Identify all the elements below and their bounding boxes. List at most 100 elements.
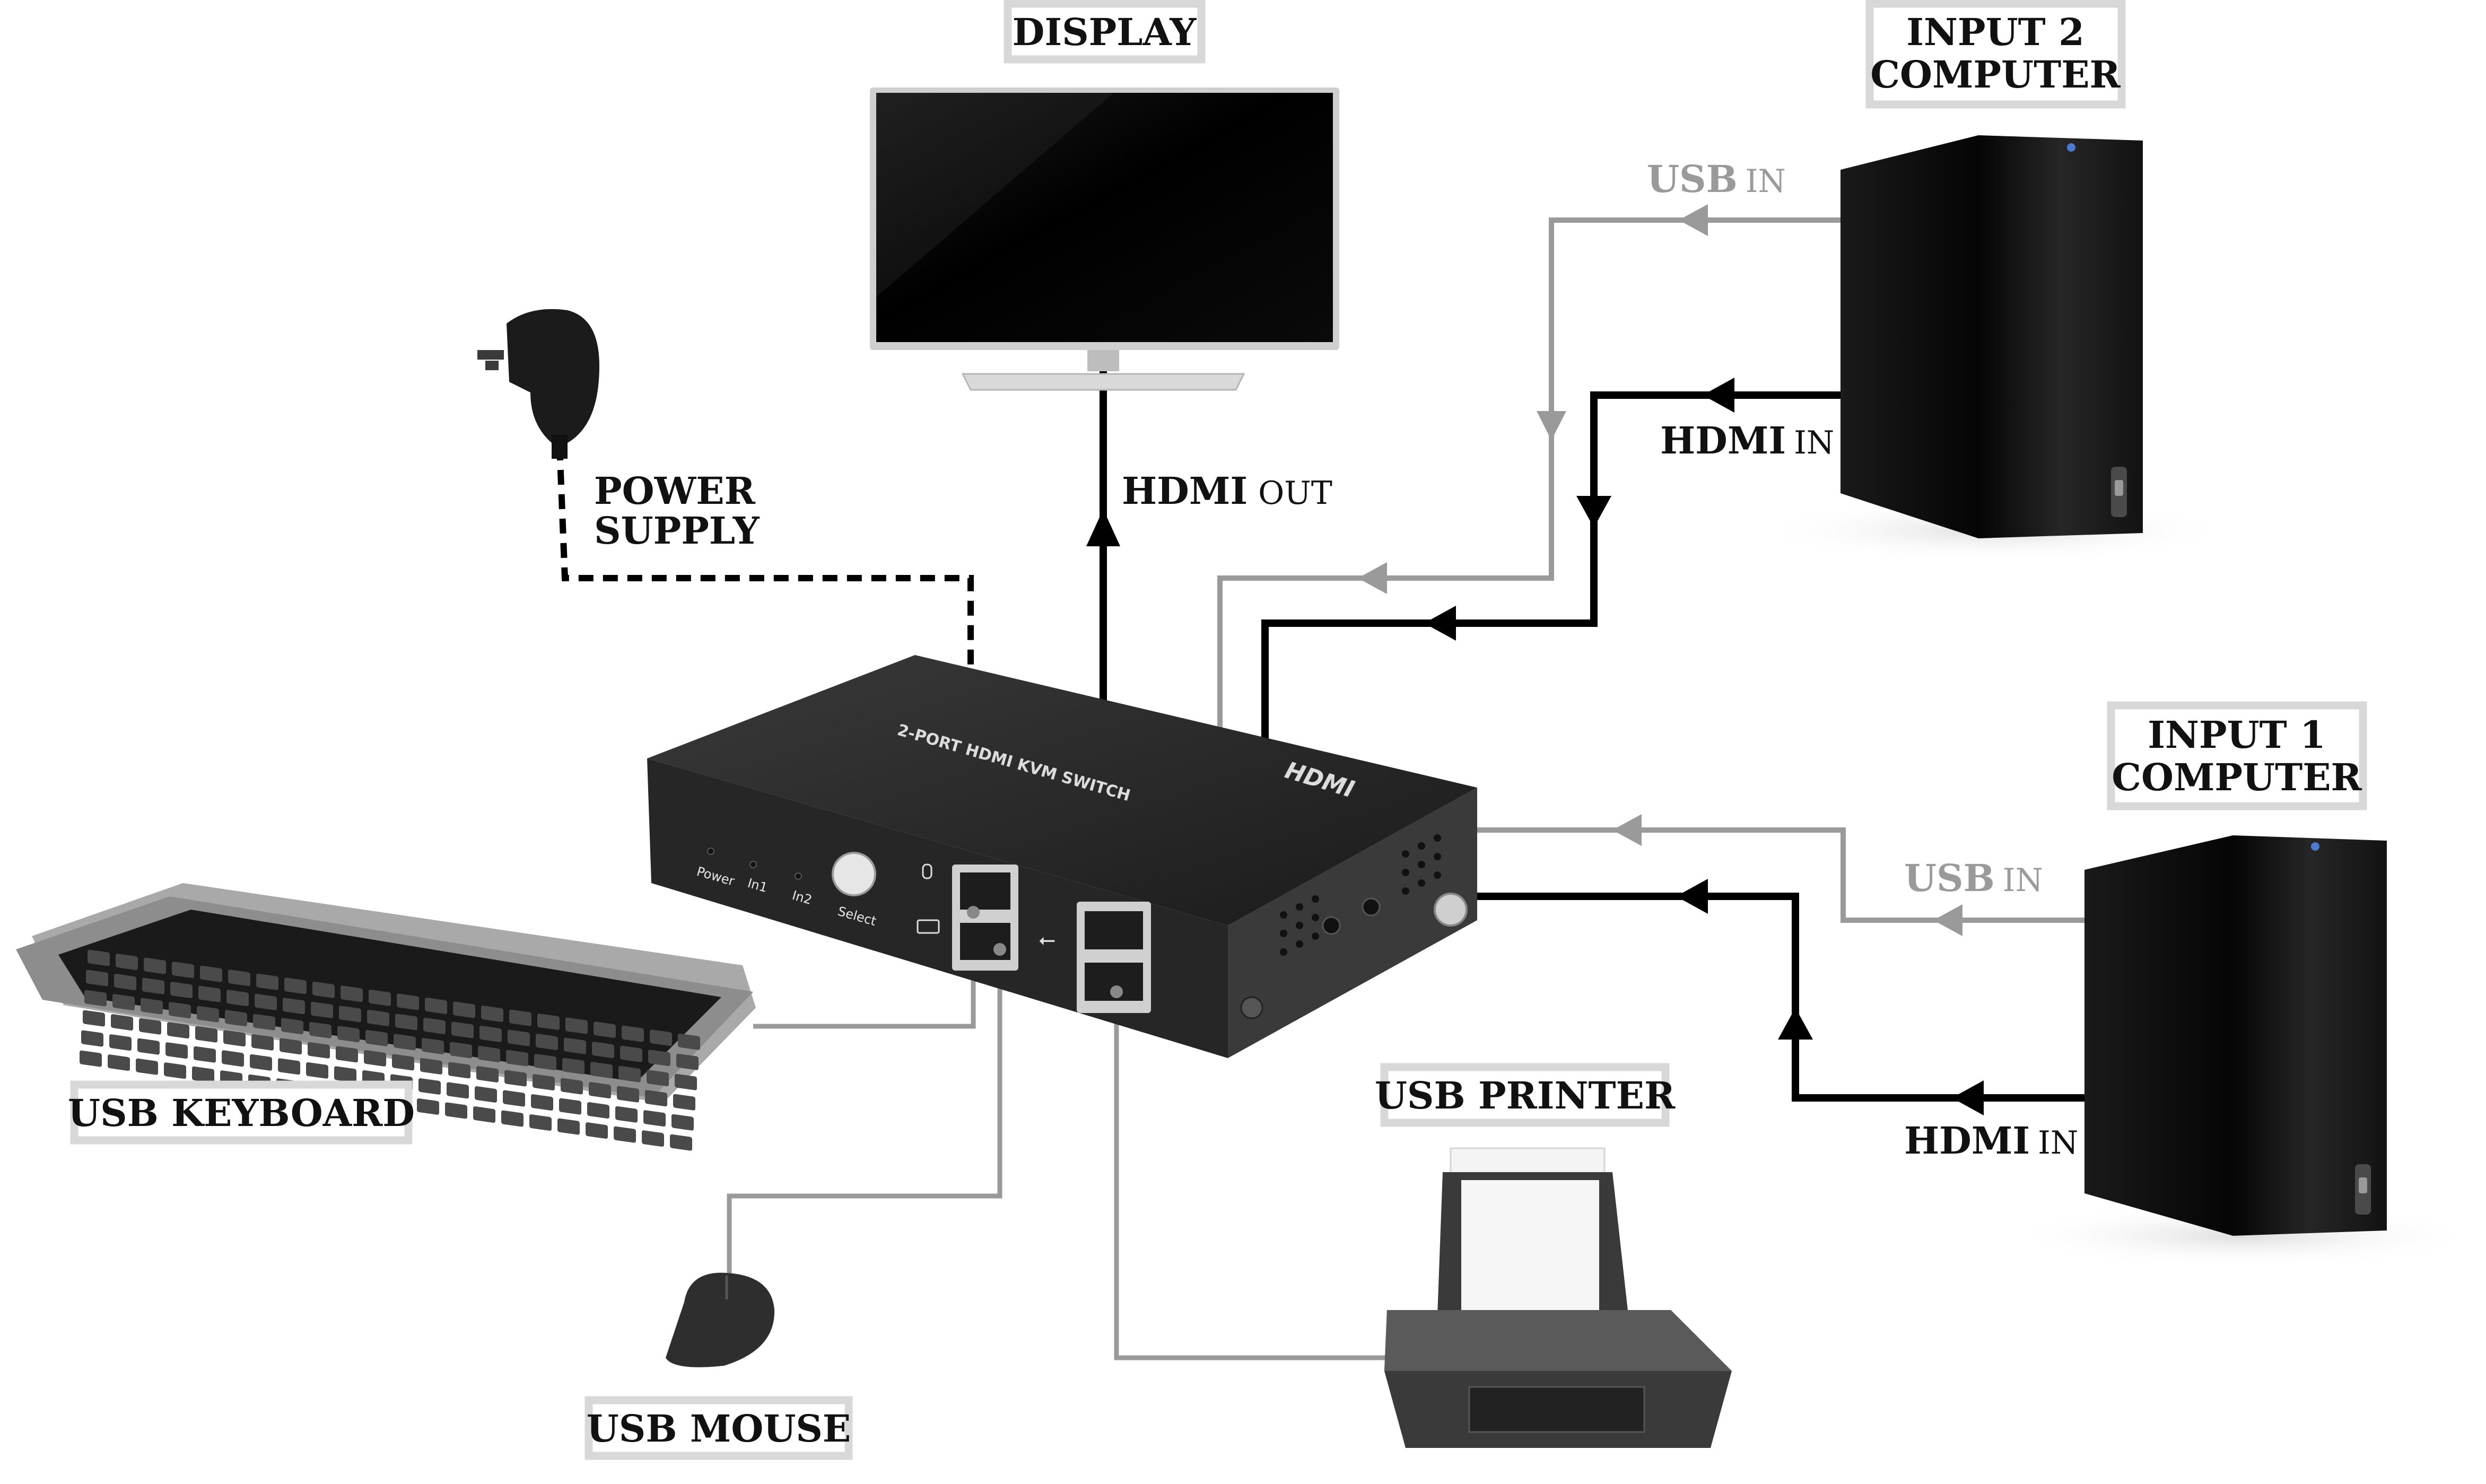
label-input1-computer: INPUT 1 COMPUTER <box>2107 701 2367 810</box>
label-usb-mouse: USB MOUSE <box>585 1396 853 1460</box>
keyboard-key <box>278 1058 300 1075</box>
power-label-line2: SUPPLY <box>594 509 760 553</box>
hdmi-in2-sub: IN <box>1794 424 1834 461</box>
keyboard-key <box>615 1106 638 1123</box>
keyboard-key <box>367 1009 389 1026</box>
mouse-port-icon <box>922 863 932 879</box>
keyboard-key <box>197 1006 219 1023</box>
keyboard-key <box>557 1118 580 1135</box>
led-in1-indicator <box>749 861 757 868</box>
audio-jack2-icon <box>1362 897 1381 916</box>
keyboard-key <box>83 1010 105 1027</box>
usb-in2-sub: IN <box>1746 163 1786 200</box>
keyboard-key <box>255 993 277 1010</box>
keyboard-key <box>80 1050 102 1067</box>
keyboard-key <box>169 1002 191 1019</box>
hdmi-in1-arrow-c-icon <box>1676 879 1708 914</box>
keyboard-key <box>137 1038 160 1055</box>
keyboard-key <box>506 1050 528 1067</box>
keyboard-key <box>139 1018 161 1035</box>
keyboard-key <box>250 1054 272 1071</box>
dc-power-port-icon <box>1434 893 1468 927</box>
keyboard-key <box>111 1014 133 1031</box>
usb-printer-label: USB PRINTER <box>1375 1073 1676 1118</box>
keyboard-key <box>618 1066 641 1083</box>
keyboard-key <box>648 1050 670 1067</box>
kvm-switch-device: 2-PORT HDMI KVM SWITCH HDMI Power In1 In… <box>647 655 1477 1058</box>
keyboard-key <box>503 1090 525 1107</box>
mouse-cable <box>727 949 1002 1284</box>
keyboard-key <box>592 1042 614 1058</box>
usb-printer-device <box>1384 1147 1732 1448</box>
keyboard-key <box>112 994 135 1010</box>
usb-in2-arrow-b-icon <box>1537 411 1566 440</box>
led-power-indicator <box>707 848 714 855</box>
usb-in2-arrow-c-icon <box>1358 562 1387 594</box>
keyboard-key <box>534 1054 556 1070</box>
hdmi-in1-arrow-b-icon <box>1778 1008 1813 1040</box>
keyboard-key <box>223 1030 246 1047</box>
keyboard-key <box>678 1033 700 1050</box>
label-usb-keyboard: USB KEYBOARD <box>68 1080 415 1145</box>
usb-mouse-device <box>666 1272 775 1367</box>
keyboard-key <box>587 1102 609 1119</box>
keyboard-key <box>417 1098 439 1115</box>
usb-in1-sub: IN <box>2003 862 2043 899</box>
keyboard-key <box>200 965 222 982</box>
keyboard-key <box>281 1018 303 1035</box>
keyboard-key <box>562 1058 585 1075</box>
select-button[interactable] <box>832 852 876 896</box>
hdmi-in2-arrow-b-icon <box>1576 496 1611 528</box>
usb-ports-left <box>952 865 1018 971</box>
keyboard-key <box>194 1046 216 1063</box>
usb-mouse-label: USB MOUSE <box>587 1407 851 1451</box>
side-vents <box>1280 834 1441 956</box>
keyboard-key <box>228 970 250 987</box>
power-label-line1: POWER <box>594 469 756 513</box>
keyboard-key <box>312 981 335 998</box>
display-label: DISPLAY <box>1013 10 1197 54</box>
keyboard-key <box>422 1037 444 1054</box>
printer-cable <box>1114 992 1390 1360</box>
usb-in2-arrow-a-icon <box>1679 204 1708 236</box>
usb-keyboard-label: USB KEYBOARD <box>68 1091 415 1135</box>
keyboard-key <box>423 1017 446 1034</box>
keyboard-key <box>336 1046 358 1063</box>
printer-port-icon-dot <box>1110 985 1123 998</box>
keyboard-key <box>144 957 166 974</box>
keyboard-key <box>170 982 193 999</box>
keyboard-port-icon <box>917 919 940 934</box>
input1-label-line1: INPUT 1 <box>2148 713 2326 757</box>
keyboard-key <box>453 1001 475 1018</box>
keyboard-key <box>256 973 278 990</box>
keyboard-keys <box>80 949 700 1151</box>
keyboard-key <box>84 990 107 1007</box>
input1-label-line2: COMPUTER <box>2112 755 2362 799</box>
keyboard-key <box>334 1066 356 1083</box>
hdmi-in1-main: HDMI <box>1904 1119 2030 1163</box>
keyboard-key <box>448 1062 470 1079</box>
keyboard-key <box>311 1001 333 1018</box>
keyboard-key <box>339 1006 361 1023</box>
audio-jack-icon <box>1322 916 1341 935</box>
hdmi-in2-arrow-c-icon <box>1424 606 1456 641</box>
keyboard-key <box>589 1082 611 1098</box>
keyboard-key <box>136 1058 158 1075</box>
keyboard-key <box>397 993 419 1010</box>
hdmi-in2-main: HDMI <box>1660 418 1786 462</box>
keyboard-key <box>479 1026 502 1042</box>
keyboard-key <box>253 1014 275 1031</box>
keyboard-key <box>561 1078 583 1095</box>
keyboard-key <box>481 1006 503 1022</box>
keyboard-key <box>617 1086 639 1103</box>
keyboard-key <box>116 954 138 970</box>
keyboard-key <box>473 1106 495 1123</box>
keyboard-key <box>673 1094 695 1111</box>
label-display: DISPLAY <box>1004 0 1206 64</box>
power-adapter-icon <box>477 309 599 459</box>
keyboard-key <box>622 1025 644 1042</box>
keyboard-key <box>167 1022 189 1039</box>
keyboard-key <box>251 1034 274 1051</box>
keyboard-key <box>142 977 164 994</box>
